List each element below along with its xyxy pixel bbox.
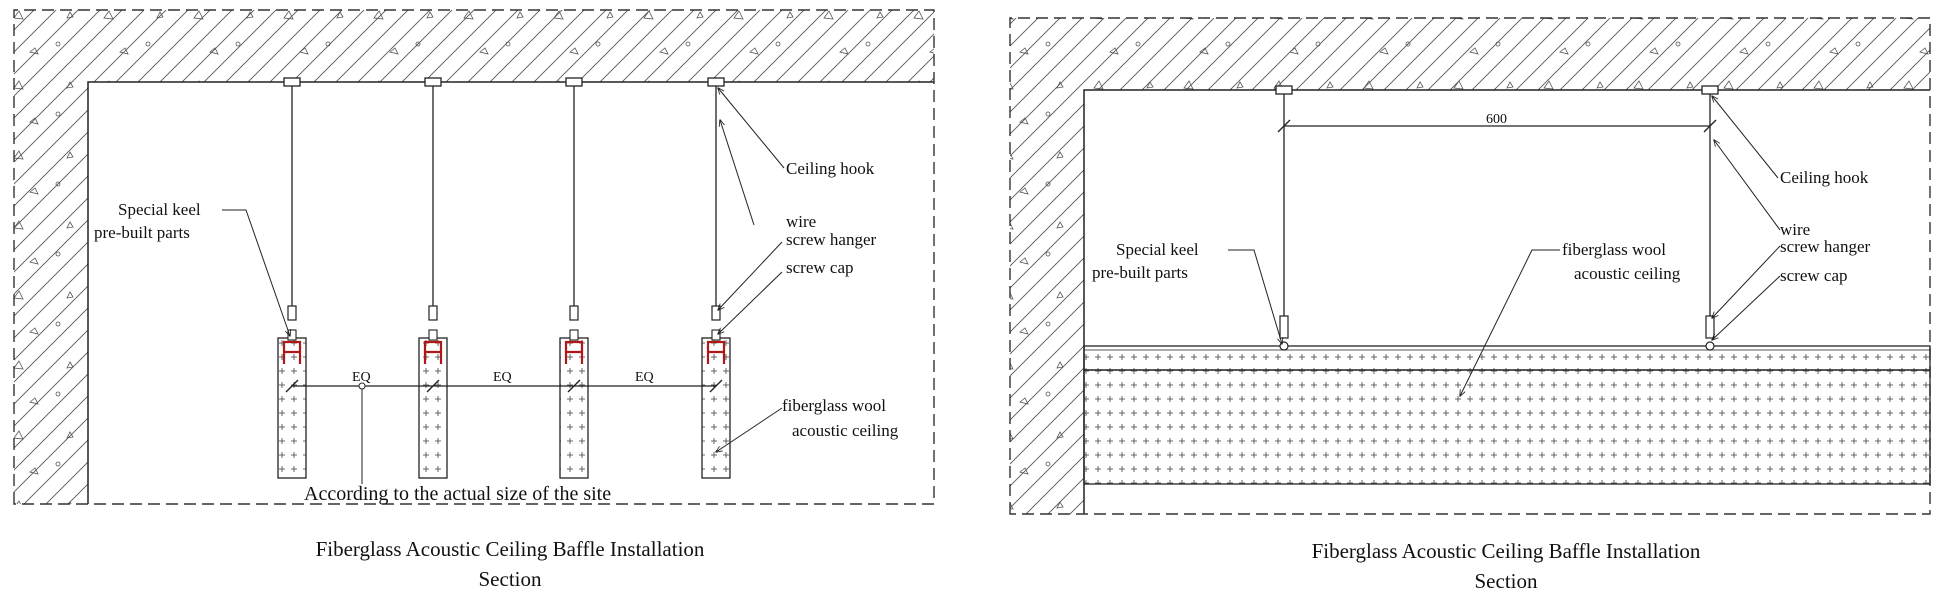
left-site-note: According to the actual size of the site bbox=[304, 483, 611, 505]
right-ceiling-hook-label: Ceiling hook bbox=[1780, 168, 1869, 187]
baffle-4 bbox=[701, 77, 731, 479]
right-hanger-2 bbox=[1701, 85, 1719, 351]
left-wool-label-2: acoustic ceiling bbox=[792, 421, 899, 440]
left-caption: Fiberglass Acoustic Ceiling Baffle Insta… bbox=[210, 534, 810, 594]
left-caption-title: Fiberglass Acoustic Ceiling Baffle Insta… bbox=[315, 537, 705, 561]
right-caption: Fiberglass Acoustic Ceiling Baffle Insta… bbox=[1206, 536, 1806, 596]
left-screw-cap-label: screw cap bbox=[786, 258, 854, 277]
left-eq-label-2: EQ bbox=[493, 370, 512, 385]
left-ceiling-hook-label: Ceiling hook bbox=[786, 159, 875, 178]
right-600-dimension bbox=[1277, 119, 1717, 133]
right-caption-subtitle: Section bbox=[1474, 569, 1538, 593]
left-baffle-set bbox=[277, 77, 731, 479]
left-screw-hanger-label: screw hanger bbox=[786, 230, 876, 249]
left-caption-subtitle: Section bbox=[478, 567, 542, 591]
right-wool-label-1: fiberglass wool bbox=[1562, 240, 1666, 259]
right-boundary-dashed bbox=[1009, 17, 1931, 515]
left-eq-label-1: EQ bbox=[352, 370, 371, 385]
right-caption-title: Fiberglass Acoustic Ceiling Baffle Insta… bbox=[1311, 539, 1701, 563]
right-wool-label-2: acoustic ceiling bbox=[1574, 264, 1681, 283]
left-keel-label-1: Special keel bbox=[118, 200, 201, 219]
right-600-label: 600 bbox=[1486, 112, 1507, 127]
left-wire-label: wire bbox=[786, 212, 816, 231]
left-leader-lines bbox=[222, 88, 785, 452]
right-screw-cap-label: screw cap bbox=[1780, 266, 1848, 285]
right-hanger-1 bbox=[1275, 85, 1293, 351]
left-boundary-dashed bbox=[13, 9, 935, 505]
right-ceiling-panel bbox=[1083, 345, 1931, 485]
left-spacing-dimension bbox=[285, 379, 723, 484]
right-leader-lines bbox=[1228, 96, 1781, 396]
right-keel-label-2: pre-built parts bbox=[1092, 263, 1188, 282]
baffle-2 bbox=[418, 77, 448, 479]
left-section-drawing: Ceiling hook wire screw hanger screw cap… bbox=[13, 9, 935, 505]
baffle-1 bbox=[277, 77, 307, 479]
left-wool-label-1: fiberglass wool bbox=[782, 396, 886, 415]
right-screw-hanger-label: screw hanger bbox=[1780, 237, 1870, 256]
right-section-drawing: 600 Ceiling hook wire screw hanger screw… bbox=[1009, 17, 1931, 515]
left-keel-label-2: pre-built parts bbox=[94, 223, 190, 242]
left-eq-label-3: EQ bbox=[635, 370, 654, 385]
right-wire-label: wire bbox=[1780, 220, 1810, 239]
right-keel-label-1: Special keel bbox=[1116, 240, 1199, 259]
baffle-3 bbox=[559, 77, 589, 479]
